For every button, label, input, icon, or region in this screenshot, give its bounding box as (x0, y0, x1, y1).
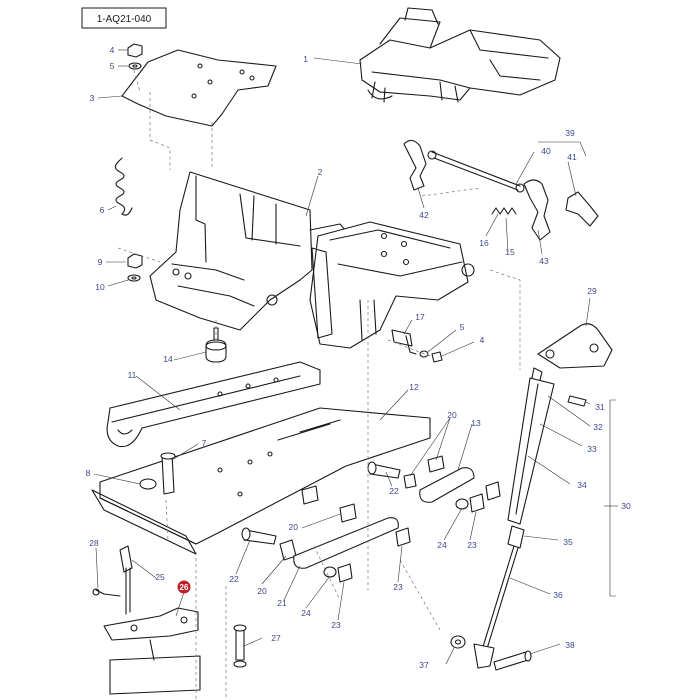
callout-13: 13 (471, 418, 481, 428)
callout-15: 15 (505, 247, 515, 257)
callout-24-b: 24 (301, 608, 311, 618)
part-6-spring (114, 157, 133, 216)
callout-22-b: 22 (389, 486, 399, 496)
callout-35: 35 (563, 537, 573, 547)
part-27-bolt (233, 624, 247, 668)
callout-2: 2 (318, 167, 323, 177)
callout-14: 14 (163, 354, 173, 364)
callout-20-b: 20 (289, 522, 299, 532)
callout-11: 11 (128, 370, 137, 380)
part-4-screw-b (431, 351, 443, 363)
callout-42: 42 (419, 210, 429, 220)
callout-9: 9 (98, 257, 103, 267)
part-13-link-plate (419, 467, 475, 503)
callout-31: 31 (595, 402, 605, 412)
callout-37: 37 (419, 660, 429, 670)
callout-34: 34 (577, 480, 587, 490)
callout-29: 29 (587, 286, 597, 296)
part-42-latch (403, 139, 427, 191)
callout-16: 16 (479, 238, 489, 248)
callout-6: 6 (100, 205, 105, 215)
callout-5: 5 (110, 61, 115, 71)
callout-41: 41 (567, 152, 577, 162)
callout-43: 43 (539, 256, 549, 266)
part-28-pin (92, 588, 121, 597)
part-37-washer (450, 635, 466, 649)
callout-4: 4 (110, 45, 115, 55)
callout-24-a: 24 (437, 540, 447, 550)
callout-32: 32 (593, 422, 603, 432)
callout-23-c: 23 (393, 582, 403, 592)
part-31-bolt (567, 395, 587, 407)
part-2-main-bracket (149, 171, 351, 331)
part-10-washer (127, 274, 141, 282)
part-41-hook (565, 191, 599, 227)
part-16-spring (491, 207, 517, 215)
reference-code-box: 1-AQ21-040 (81, 7, 167, 29)
callout-5-b: 5 (460, 322, 465, 332)
part-5-washer (128, 62, 142, 70)
part-7-bolt (160, 452, 176, 495)
callout-30: 30 (621, 501, 631, 511)
part-20-bolt-lower (301, 485, 319, 505)
callout-1: 1 (303, 54, 308, 64)
callout-20-c: 20 (257, 586, 267, 596)
callout-7: 7 (202, 438, 207, 448)
callout-36: 36 (553, 590, 563, 600)
part-17-pin (391, 329, 417, 355)
part-4-nut (127, 43, 143, 58)
parts-23-24-nuts (323, 481, 501, 583)
part-38-bolt (493, 650, 532, 671)
callout-26-highlight: 26 (177, 580, 191, 594)
callout-40: 40 (541, 146, 551, 156)
part-26-clevis (103, 607, 199, 641)
callout-20-a: 20 (447, 410, 457, 420)
callout-28: 28 (89, 538, 99, 548)
part-21-link (293, 517, 399, 569)
callout-22-a: 22 (229, 574, 239, 584)
part-25-pin (119, 545, 133, 615)
part-22-pin (241, 461, 401, 545)
part-43-latch (523, 179, 551, 241)
callout-27: 27 (271, 633, 281, 643)
parts-32-36-lift-rod (473, 367, 555, 669)
drawbar-stub (109, 639, 201, 695)
callout-12: 12 (409, 382, 419, 392)
callout-21: 21 (277, 598, 287, 608)
part-3-top-plate (121, 49, 277, 127)
callout-3: 3 (90, 93, 95, 103)
callout-8: 8 (86, 468, 91, 478)
assembly-dashed-lines (117, 69, 521, 700)
callout-23-a: 23 (467, 540, 477, 550)
callout-39: 39 (565, 128, 575, 138)
part-9-nut (127, 253, 143, 269)
part-11-hook-bar (106, 361, 321, 448)
reference-code: 1-AQ21-040 (97, 14, 152, 25)
bushings-20-group (279, 455, 445, 561)
part-29-bracket (537, 323, 613, 369)
callout-23-b: 23 (331, 620, 341, 630)
callout-17: 17 (415, 312, 425, 322)
callout-33: 33 (587, 444, 597, 454)
callouts: 1 2 3 4 5 6 7 8 9 10 11 12 13 14 15 16 1… (86, 45, 631, 670)
frame-cradle (309, 221, 475, 349)
callout-26: 26 (180, 583, 189, 592)
part-1-hitch-assembly (359, 7, 561, 103)
part-40-rod (427, 150, 525, 193)
leader-lines (93, 49, 618, 665)
callout-38: 38 (565, 640, 575, 650)
callout-25: 25 (155, 572, 165, 582)
callout-10: 10 (95, 282, 105, 292)
callout-4-b: 4 (480, 335, 485, 345)
